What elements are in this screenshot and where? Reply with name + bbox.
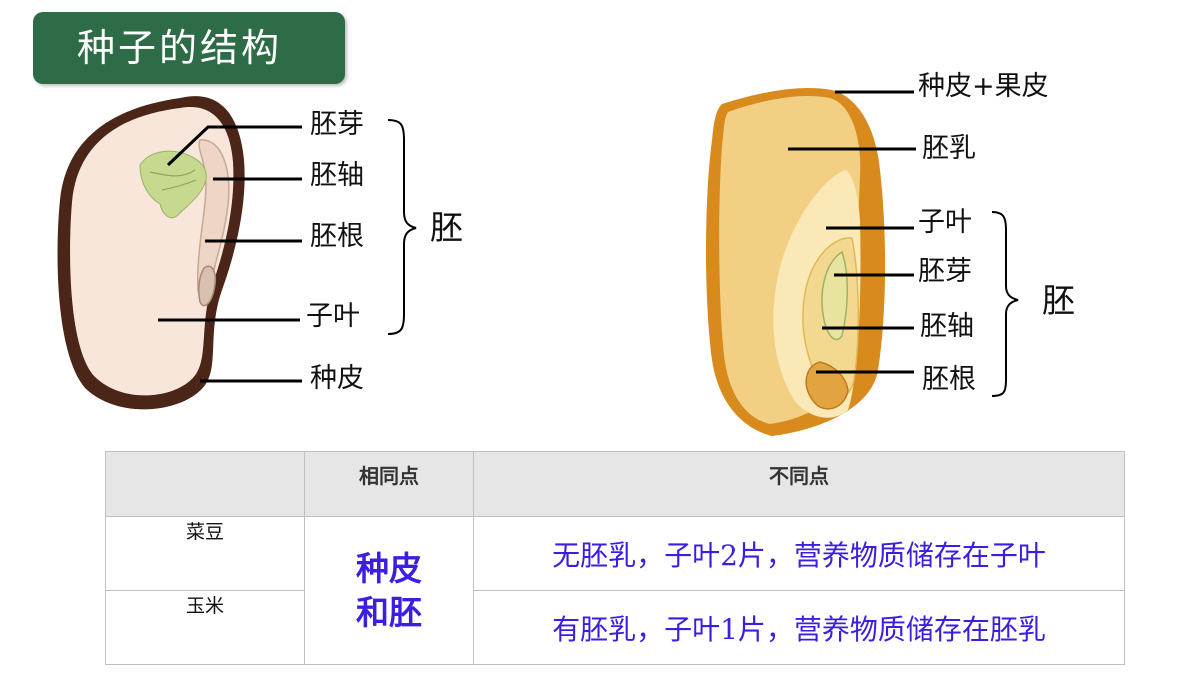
bean-plumule — [139, 150, 207, 219]
table-header-same: 相同点 — [304, 451, 474, 517]
corn-label-plumule: 胚芽 — [918, 256, 972, 287]
corn-embryo-label: 胚 — [1042, 281, 1075, 320]
bean-embryo-bracket — [387, 119, 417, 335]
bean-radicle-tip — [198, 265, 216, 307]
diff-cell-corn: 有胚乳，子叶1片，营养物质储存在胚乳 — [473, 590, 1125, 665]
table-row: 玉米 有胚乳，子叶1片，营养物质储存在胚乳 — [105, 590, 1125, 665]
row-name-corn: 玉米 — [105, 590, 305, 665]
page-title: 种子的结构 — [77, 26, 283, 70]
table-header-diff: 不同点 — [473, 451, 1125, 517]
table-row: 菜豆 种皮 和胚 无胚乳，子叶2片，营养物质储存在子叶 — [105, 516, 1125, 665]
corn-kernel-illustration — [706, 87, 886, 436]
corn-label-hypocotyl: 胚轴 — [920, 311, 974, 342]
same-points-line-1: 种皮 — [356, 548, 422, 588]
bean-plumule-vein — [149, 169, 197, 191]
bean-label-seed-coat: 种皮 — [310, 363, 364, 394]
corn-label-endosperm: 胚乳 — [922, 133, 976, 164]
bean-label-cotyledon: 子叶 — [306, 301, 360, 332]
bean-label-radicle: 胚根 — [310, 221, 364, 252]
corn-radicle — [805, 361, 849, 410]
bean-embryo-label: 胚 — [430, 208, 463, 247]
bean-seed-illustration — [57, 96, 245, 410]
bean-label-hypocotyl: 胚轴 — [310, 160, 364, 191]
title-banner: 种子的结构 — [33, 12, 345, 84]
bean-pointer-plumule — [166, 125, 302, 167]
seed-structure-diagrams — [57, 87, 1019, 436]
comparison-table: 相同点 不同点 菜豆 种皮 和胚 无胚乳，子叶2片，营养物质储存在子叶 玉米 有… — [105, 451, 1125, 665]
same-points-line-2: 和胚 — [356, 592, 422, 632]
same-points-cell: 种皮 和胚 — [304, 516, 474, 665]
corn-label-radicle: 胚根 — [922, 364, 976, 395]
diff-cell-bean: 无胚乳，子叶2片，营养物质储存在子叶 — [473, 516, 1125, 591]
table-header-empty — [105, 451, 305, 517]
table-header-row: 相同点 不同点 — [105, 451, 1125, 517]
corn-label-cotyledon: 子叶 — [918, 207, 972, 238]
bean-pointer-lines — [158, 125, 302, 383]
corn-label-seed-coat-pericarp: 种皮+果皮 — [918, 71, 1049, 102]
bean-label-plumule: 胚芽 — [310, 109, 364, 140]
corn-embryo-bracket — [991, 211, 1019, 397]
corn-pointer-lines — [788, 90, 916, 374]
row-name-bean: 菜豆 — [105, 516, 305, 591]
